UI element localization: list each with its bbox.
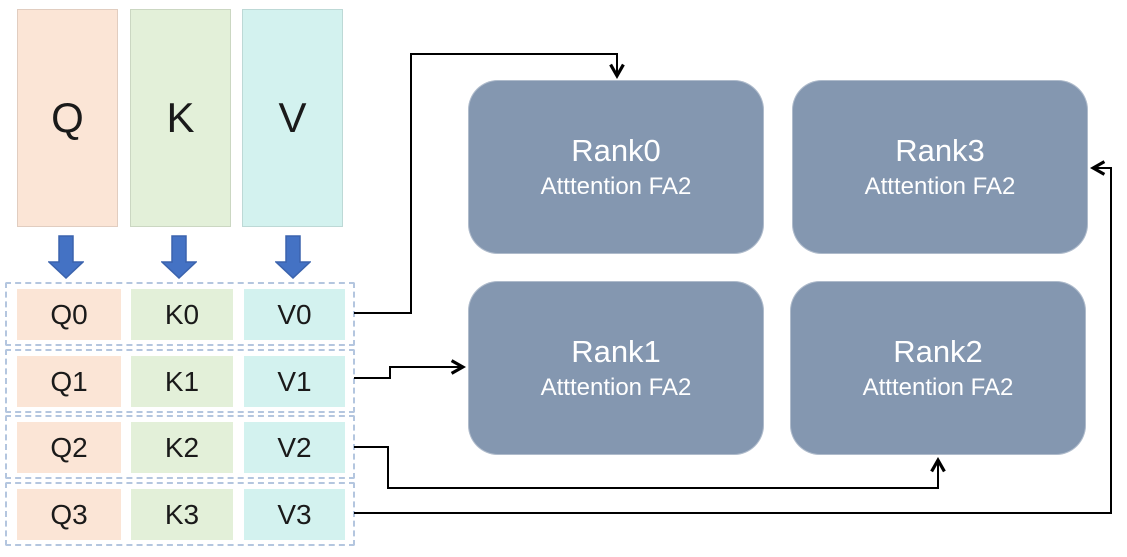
- shard-row-0: Q0 K0 V0: [5, 282, 355, 346]
- cell-k1: K1: [131, 356, 233, 407]
- cell-k2-label: K2: [164, 431, 200, 463]
- cell-k3: K3: [131, 489, 233, 540]
- cell-k2: K2: [131, 422, 233, 473]
- cell-q3-label: Q3: [50, 498, 88, 530]
- cell-k3-label: K3: [164, 498, 200, 530]
- rank0-title: Rank0: [571, 133, 661, 169]
- cell-q2-label: Q2: [50, 431, 88, 463]
- cell-q3: Q3: [17, 489, 121, 540]
- rank1-subtitle: Atttention FA2: [540, 373, 692, 401]
- rank2-box: Rank2 Atttention FA2: [790, 281, 1086, 455]
- rank3-box: Rank3 Atttention FA2: [792, 80, 1088, 254]
- cell-v1-label: V1: [277, 365, 312, 397]
- down-arrow-icon: [161, 235, 197, 279]
- rank2-subtitle: Atttention FA2: [862, 373, 1014, 401]
- down-arrow-icon: [275, 235, 311, 279]
- rank0-box: Rank0 Atttention FA2: [468, 80, 764, 254]
- down-arrow-icon: [48, 235, 84, 279]
- cell-k0-label: K0: [164, 298, 200, 330]
- shard-row-1: Q1 K1 V1: [5, 349, 355, 413]
- cell-v0-label: V0: [277, 298, 312, 330]
- connector-v1-rank1: [354, 367, 462, 379]
- cell-q1: Q1: [17, 356, 121, 407]
- column-q: Q: [17, 9, 118, 227]
- cell-v2: V2: [244, 422, 345, 473]
- rank0-subtitle: Atttention FA2: [540, 172, 692, 200]
- cell-q0: Q0: [17, 289, 121, 340]
- cell-v0: V0: [244, 289, 345, 340]
- cell-k1-label: K1: [164, 365, 200, 397]
- cell-v3-label: V3: [277, 498, 312, 530]
- column-v: V: [242, 9, 343, 227]
- rank3-subtitle: Atttention FA2: [864, 172, 1016, 200]
- column-q-label: Q: [51, 94, 84, 141]
- column-k-label: K: [166, 94, 195, 141]
- column-v-label: V: [278, 94, 307, 141]
- column-k: K: [130, 9, 231, 227]
- rank1-title: Rank1: [571, 334, 661, 370]
- cell-k0: K0: [131, 289, 233, 340]
- cell-q2: Q2: [17, 422, 121, 473]
- cell-v2-label: V2: [277, 431, 312, 463]
- cell-v1: V1: [244, 356, 345, 407]
- rank2-title: Rank2: [893, 334, 983, 370]
- cell-q1-label: Q1: [50, 365, 88, 397]
- cell-q0-label: Q0: [50, 298, 88, 330]
- cell-v3: V3: [244, 489, 345, 540]
- shard-row-3: Q3 K3 V3: [5, 482, 355, 546]
- rank3-title: Rank3: [895, 133, 985, 169]
- shard-row-2: Q2 K2 V2: [5, 415, 355, 479]
- rank1-box: Rank1 Atttention FA2: [468, 281, 764, 455]
